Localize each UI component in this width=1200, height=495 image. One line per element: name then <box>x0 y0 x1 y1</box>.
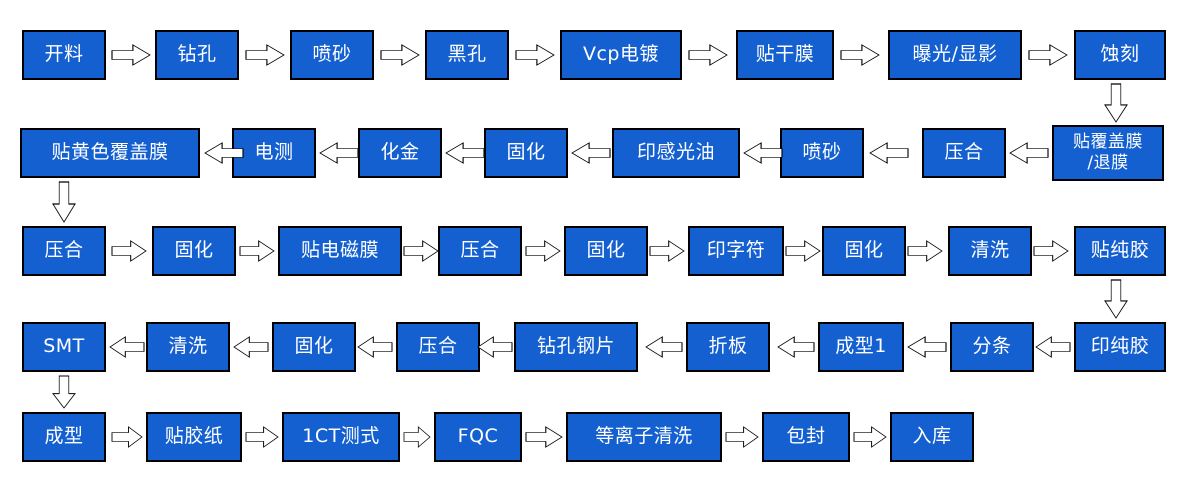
arrow-right-icon <box>245 44 285 66</box>
arrow-left-icon <box>357 336 393 358</box>
process-node-n34[interactable]: 印纯胶 <box>1074 322 1166 372</box>
process-node-n10[interactable]: 电测 <box>232 128 316 178</box>
process-node-n38[interactable]: FQC <box>434 412 522 462</box>
process-node-n4[interactable]: 黑孔 <box>425 30 509 80</box>
arrow-right-icon <box>725 426 759 448</box>
arrow-right-icon <box>403 426 431 448</box>
process-node-n27[interactable]: 清洗 <box>146 322 230 372</box>
arrow-down-icon <box>52 375 76 409</box>
arrow-left-icon <box>109 336 145 358</box>
process-node-n36[interactable]: 贴胶纸 <box>146 412 242 462</box>
arrow-right-icon <box>111 44 151 66</box>
process-node-n12[interactable]: 固化 <box>484 128 568 178</box>
arrow-right-icon <box>245 426 279 448</box>
process-node-n1[interactable]: 开料 <box>22 30 106 80</box>
process-node-n16[interactable]: 贴覆盖膜 /退膜 <box>1052 125 1164 181</box>
process-node-n28[interactable]: 固化 <box>272 322 356 372</box>
process-node-n21[interactable]: 固化 <box>564 226 648 276</box>
process-node-n30[interactable]: 钻孔钢片 <box>514 322 638 372</box>
arrow-right-icon <box>785 240 821 262</box>
arrow-right-icon <box>515 44 555 66</box>
arrow-right-icon <box>380 44 420 66</box>
process-node-n7[interactable]: 曝光/显影 <box>888 30 1022 80</box>
arrow-right-icon <box>525 426 563 448</box>
process-node-n25[interactable]: 贴纯胶 <box>1074 226 1166 276</box>
arrow-right-icon <box>840 44 880 66</box>
process-node-n3[interactable]: 喷砂 <box>290 30 374 80</box>
arrow-left-icon <box>907 336 947 358</box>
process-node-n41[interactable]: 入库 <box>890 412 974 462</box>
process-node-n6[interactable]: 贴干膜 <box>736 30 834 80</box>
arrow-left-icon <box>743 142 783 164</box>
process-node-n2[interactable]: 钻孔 <box>155 30 239 80</box>
arrow-right-icon <box>1028 44 1068 66</box>
process-node-n40[interactable]: 包封 <box>762 412 850 462</box>
process-node-n23[interactable]: 固化 <box>822 226 906 276</box>
arrow-down-icon <box>52 181 76 223</box>
process-node-n20[interactable]: 压合 <box>438 226 522 276</box>
arrow-left-icon <box>477 336 513 358</box>
arrow-down-icon <box>1104 83 1128 123</box>
process-node-n26[interactable]: SMT <box>22 322 106 372</box>
arrow-right-icon <box>403 240 439 262</box>
process-node-n11[interactable]: 化金 <box>358 128 442 178</box>
arrow-left-icon <box>1009 142 1049 164</box>
arrow-left-icon <box>777 336 815 358</box>
arrow-right-icon <box>1033 240 1069 262</box>
process-node-n15[interactable]: 压合 <box>922 128 1006 178</box>
process-node-n8[interactable]: 蚀刻 <box>1074 30 1166 80</box>
process-node-n22[interactable]: 印字符 <box>688 226 784 276</box>
arrow-right-icon <box>688 44 728 66</box>
process-node-n37[interactable]: 1CT测式 <box>282 412 400 462</box>
process-node-n24[interactable]: 清洗 <box>948 226 1032 276</box>
process-node-n14[interactable]: 喷砂 <box>780 128 864 178</box>
arrow-left-icon <box>204 142 244 164</box>
arrow-right-icon <box>111 240 147 262</box>
arrow-left-icon <box>645 336 683 358</box>
process-node-n18[interactable]: 固化 <box>152 226 236 276</box>
arrow-left-icon <box>1035 336 1071 358</box>
process-node-n32[interactable]: 成型1 <box>818 322 904 372</box>
arrow-down-icon <box>1104 279 1128 319</box>
arrow-right-icon <box>239 240 275 262</box>
process-node-n31[interactable]: 折板 <box>686 322 770 372</box>
process-node-n29[interactable]: 压合 <box>396 322 480 372</box>
arrow-left-icon <box>869 142 909 164</box>
arrow-left-icon <box>319 142 359 164</box>
arrow-right-icon <box>525 240 561 262</box>
process-node-n39[interactable]: 等离子清洗 <box>566 412 722 462</box>
process-node-n19[interactable]: 贴电磁膜 <box>278 226 402 276</box>
arrow-left-icon <box>571 142 611 164</box>
arrow-right-icon <box>111 426 143 448</box>
process-node-n35[interactable]: 成型 <box>22 412 106 462</box>
process-node-n13[interactable]: 印感光油 <box>612 128 740 178</box>
arrow-right-icon <box>907 240 943 262</box>
process-node-n9[interactable]: 贴黄色覆盖膜 <box>20 128 200 178</box>
process-node-n33[interactable]: 分条 <box>950 322 1034 372</box>
arrow-right-icon <box>649 240 685 262</box>
arrow-right-icon <box>853 426 887 448</box>
arrow-left-icon <box>445 142 485 164</box>
arrow-left-icon <box>233 336 269 358</box>
process-node-n5[interactable]: Vcp电镀 <box>560 30 682 80</box>
process-node-n17[interactable]: 压合 <box>22 226 106 276</box>
